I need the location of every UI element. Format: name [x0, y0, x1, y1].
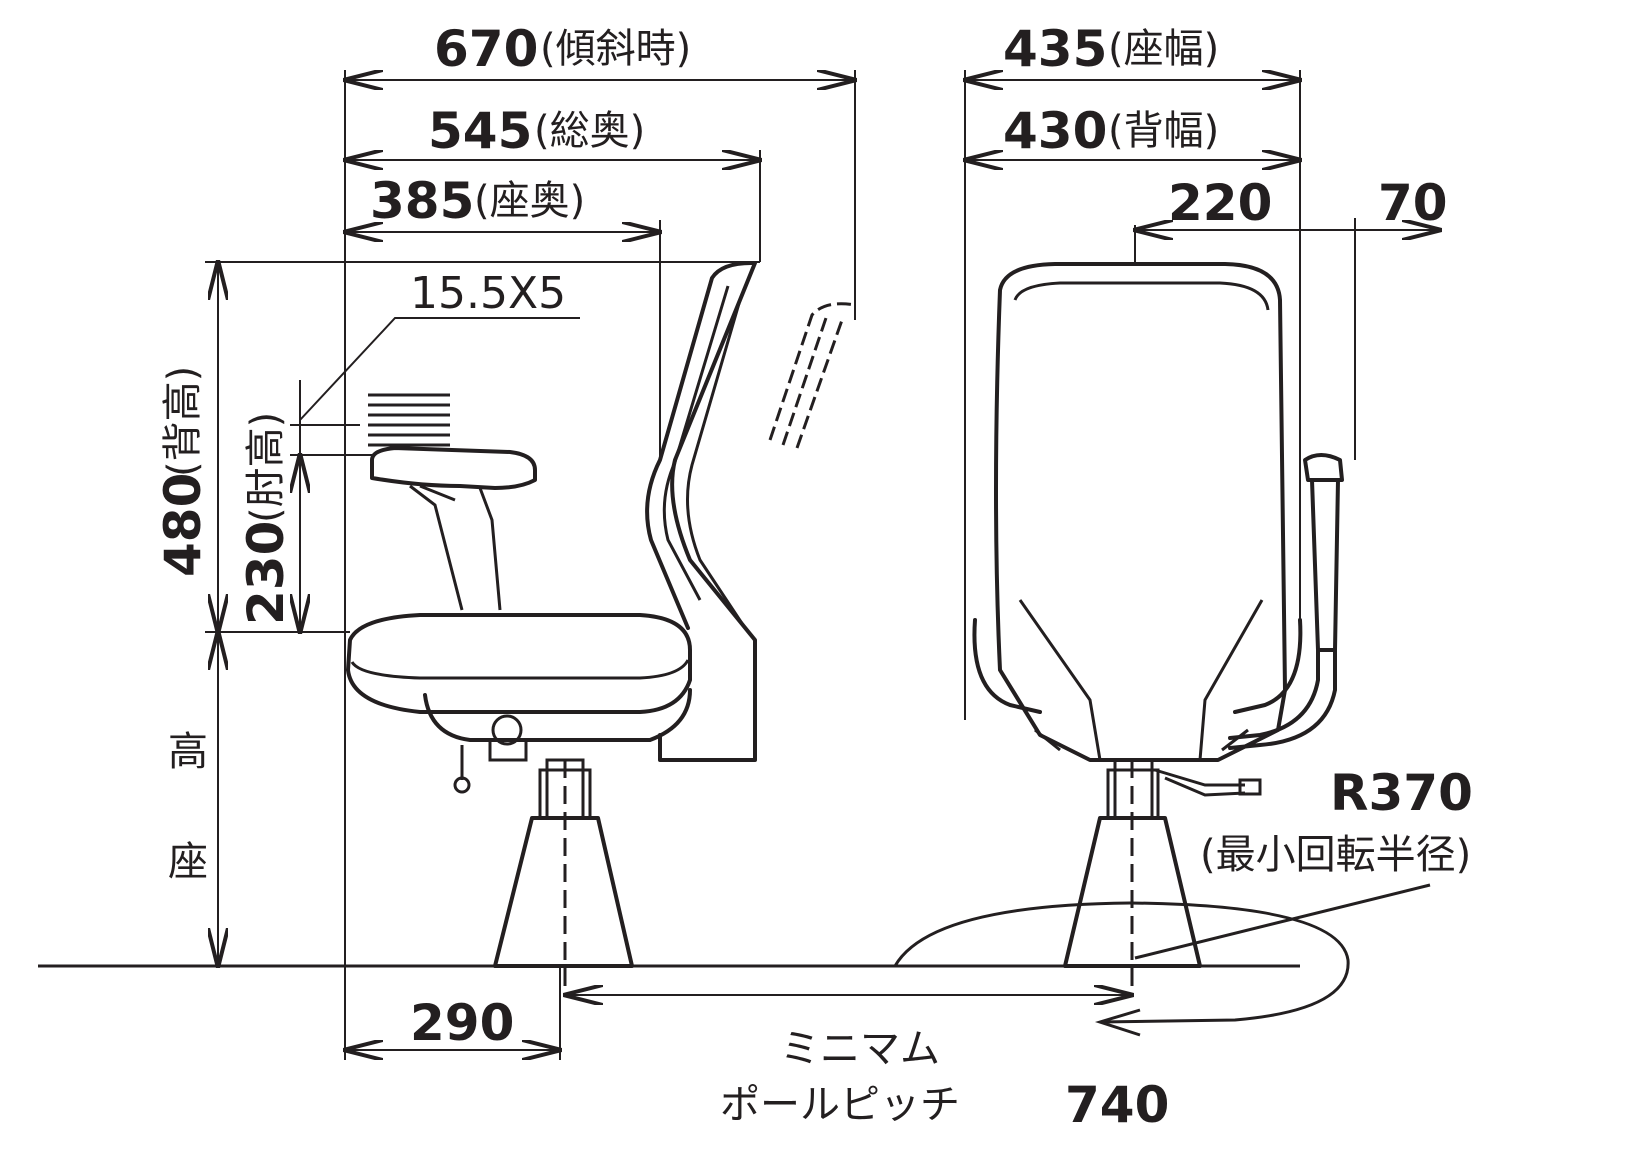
dim-230-value: 230 [237, 521, 295, 625]
side-view-chair [346, 260, 856, 990]
seat-height-char-1: 高 [168, 729, 208, 775]
pole-pitch-line2: ポールピッチ [720, 1082, 960, 1128]
dim-armrest-adjust: 15.5X5 [410, 268, 566, 319]
swivel-radius-label: (最小回転半径) [1200, 832, 1471, 878]
front-view-chair [893, 262, 1431, 1037]
dim-670-label: (傾斜時) [540, 26, 691, 72]
dim-670-value: 670 [434, 20, 538, 78]
dim-290-value: 290 [410, 994, 514, 1052]
dim-385-label: (座奥) [474, 178, 585, 224]
seat-height-char-2: 座 [168, 839, 208, 885]
pole-pitch-value: 740 [1065, 1076, 1169, 1134]
dim-430-label: (背幅) [1108, 108, 1219, 154]
dim-480-label: (背高) [160, 366, 206, 477]
dim-70-value: 70 [1378, 174, 1448, 232]
dim-430-value: 430 [1003, 102, 1107, 160]
dim-230-label: (肘高) [243, 412, 289, 523]
dim-435-value: 435 [1003, 20, 1107, 78]
dim-480-value: 480 [154, 473, 212, 577]
dim-545-label: (総奥) [534, 108, 645, 154]
dim-545-value: 545 [428, 102, 532, 160]
pole-pitch-line1: ミニマム [780, 1026, 940, 1072]
dim-220-value: 220 [1168, 174, 1272, 232]
swivel-radius-value: R370 [1330, 764, 1473, 822]
dim-385-value: 385 [370, 172, 474, 230]
dim-435-label: (座幅) [1108, 26, 1219, 72]
